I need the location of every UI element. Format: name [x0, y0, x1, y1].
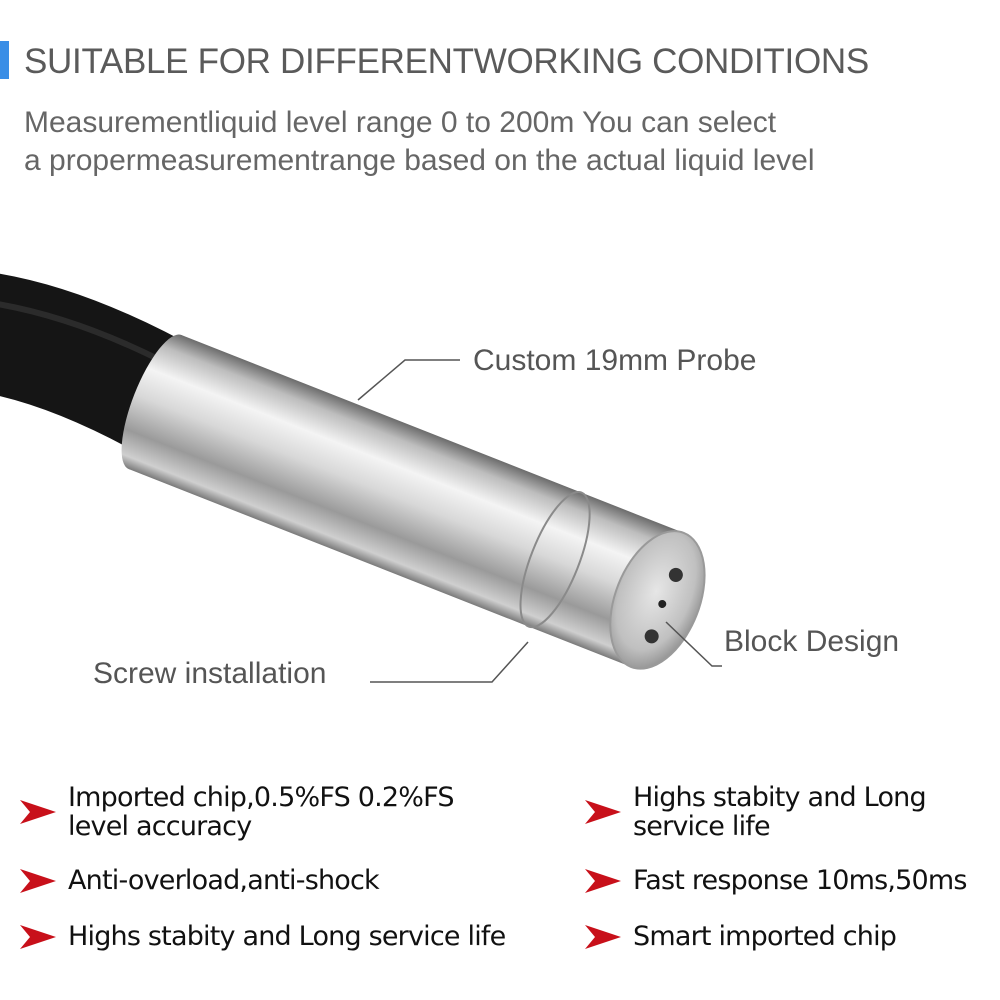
callout-block: Block Design: [724, 625, 900, 658]
subtitle-line-1: Measurementliquid level range 0 to 200m …: [24, 106, 777, 139]
block-leader-line: [665, 621, 722, 667]
feature-item: Smart imported chip: [585, 921, 897, 952]
feature-text: Anti-overload,anti-shock: [68, 865, 380, 896]
feature-text: Highs stabity and Long service life: [68, 921, 506, 952]
callout-screw: Screw installation: [93, 657, 327, 690]
red-arrow-icon: [20, 800, 56, 824]
probe-end-face: [609, 530, 706, 670]
red-arrow-icon: [20, 924, 56, 949]
screw-leader-line: [370, 641, 529, 683]
red-arrow-icon: [585, 800, 621, 824]
probe-leader-line: [357, 359, 460, 401]
feature-item: Anti-overload,anti-shock: [20, 865, 380, 896]
feature-text: service life: [633, 811, 771, 842]
feature-item: Highs stabity and Long service life: [20, 921, 506, 952]
page-title: SUITABLE FOR DIFFERENTWORKING CONDITIONS: [24, 42, 869, 81]
title-accent-bar: [0, 41, 9, 79]
feature-text: Fast response 10ms,50ms: [633, 865, 967, 896]
callout-probe: Custom 19mm Probe: [473, 344, 757, 377]
feature-text: Highs stabity and Long: [633, 782, 927, 813]
feature-text: Smart imported chip: [633, 921, 897, 952]
feature-text: Imported chip,0.5%FS 0.2%FS: [68, 782, 454, 813]
feature-text: level accuracy: [68, 811, 252, 842]
red-arrow-icon: [585, 924, 621, 949]
probe-body: [128, 335, 582, 627]
red-arrow-icon: [585, 868, 621, 893]
subtitle-line-2: a propermeasurementrange based on the ac…: [24, 144, 815, 177]
feature-item: Fast response 10ms,50ms: [585, 866, 967, 895]
red-arrow-icon: [20, 868, 56, 893]
